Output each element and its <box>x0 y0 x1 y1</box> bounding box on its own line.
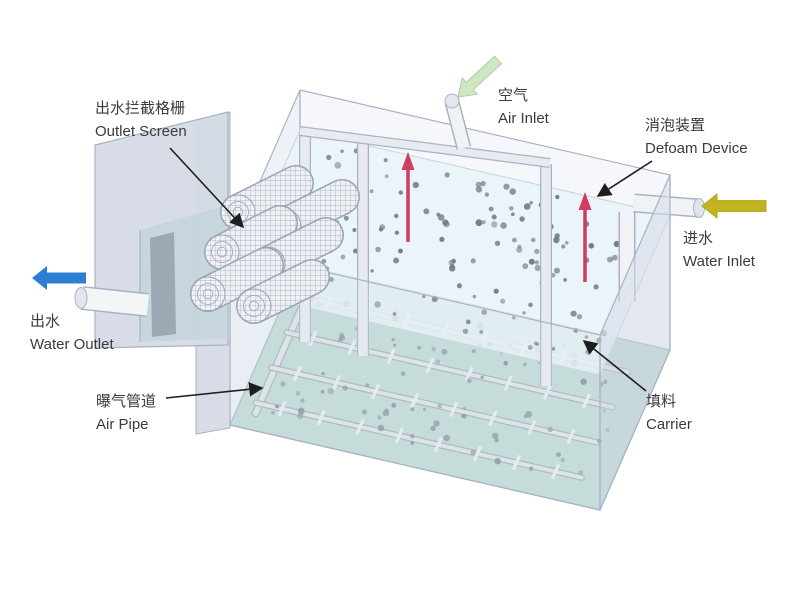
label-air-inlet-zh: 空气 <box>498 87 529 104</box>
outlet-pipe-body <box>80 287 150 316</box>
outlet-screen-arrow <box>169 147 245 229</box>
label-defoam-zh: 消泡装置 <box>645 117 706 134</box>
defoam-rod-tip <box>578 192 592 210</box>
carrier-arrow <box>582 339 647 392</box>
outlet-chamber-slot <box>150 232 176 337</box>
air-pipe-arrow <box>165 382 264 399</box>
label-arrows <box>165 147 653 399</box>
water-inlet-arrow <box>701 193 767 219</box>
water-front-face <box>230 290 600 510</box>
label-water-outlet-en: Water Outlet <box>30 336 114 353</box>
label-water-inlet-zh: 进水 <box>683 230 714 247</box>
label-air-pipe-en: Air Pipe <box>96 416 149 433</box>
label-carrier: 填料 Carrier <box>646 390 692 436</box>
label-outlet-screen-en: Outlet Screen <box>95 123 187 140</box>
frame-and-air-header <box>299 93 552 386</box>
air-inlet-arrow <box>457 55 503 98</box>
label-air-inlet-en: Air Inlet <box>498 110 549 127</box>
defoam-rod-tip <box>401 152 415 170</box>
label-air-pipe: 曝气管道 Air Pipe <box>96 390 156 436</box>
outlet-screens <box>190 165 360 324</box>
label-water-inlet-en: Water Inlet <box>683 253 755 270</box>
label-carrier-en: Carrier <box>646 416 692 433</box>
label-defoam-en: Defoam Device <box>645 140 748 157</box>
label-air-inlet: 空气 Air Inlet <box>498 84 549 130</box>
outlet-pipe-mouth <box>74 287 88 309</box>
defoam-arrow <box>596 160 653 197</box>
air-inlet-pipe <box>446 100 470 150</box>
defoam-device-2 <box>578 192 592 282</box>
label-carrier-zh: 填料 <box>646 393 677 410</box>
label-outlet-screen-zh: 出水拦截格栅 <box>95 100 186 117</box>
label-water-inlet: 进水 Water Inlet <box>683 227 755 273</box>
air-header-beam <box>299 127 551 167</box>
label-outlet-screen: 出水拦截格栅 Outlet Screen <box>95 97 187 143</box>
water-outlet-pipe <box>74 286 150 317</box>
water-outlet-arrow <box>32 266 86 290</box>
inlet-pipe-mouth <box>693 198 705 218</box>
defoam-device-1 <box>401 152 415 242</box>
label-water-outlet-zh: 出水 <box>30 313 61 330</box>
air-inlet-pipe-mouth <box>444 93 460 109</box>
label-defoam: 消泡装置 Defoam Device <box>645 114 748 160</box>
label-air-pipe-zh: 曝气管道 <box>96 393 157 410</box>
label-water-outlet: 出水 Water Outlet <box>30 310 114 356</box>
